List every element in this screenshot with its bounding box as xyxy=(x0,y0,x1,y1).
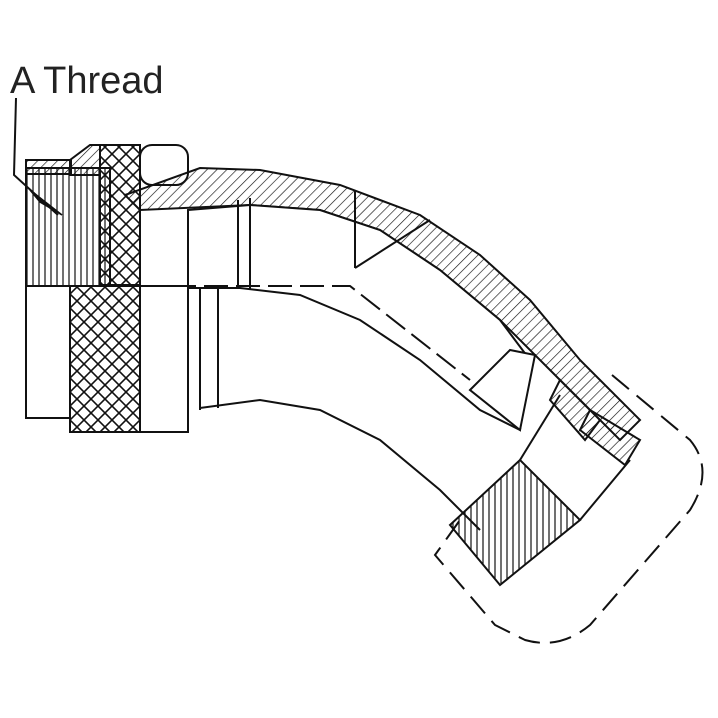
thread-section xyxy=(25,144,141,287)
cable-clamp-dashed xyxy=(433,374,704,644)
a-thread-label: A Thread xyxy=(10,60,164,102)
coupling-nut-knurled xyxy=(25,144,189,433)
strain-relief-ring xyxy=(448,378,642,587)
elbow-body-45 xyxy=(123,166,642,531)
